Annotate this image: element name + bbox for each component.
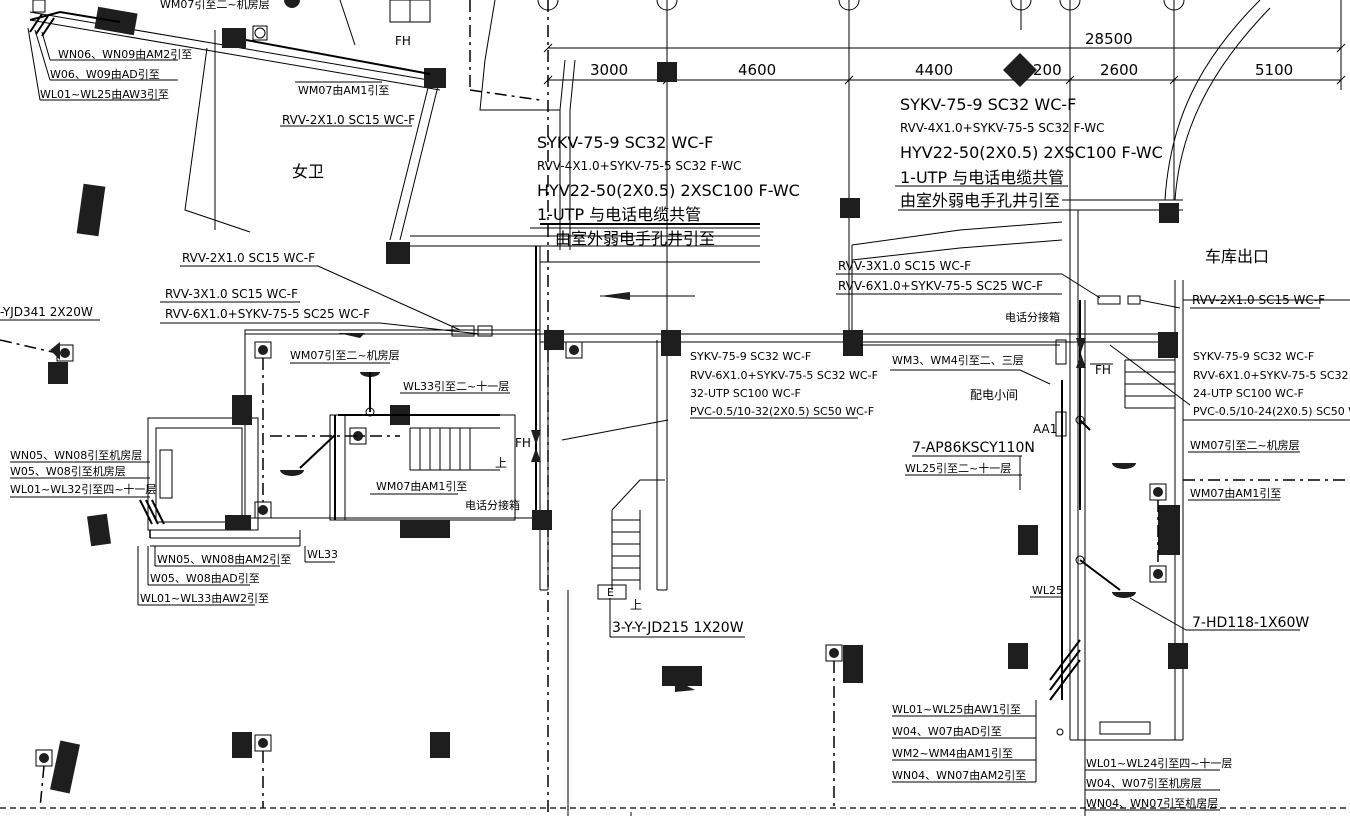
- cable-left-0: SYKV-75-9 SC32 WC-F: [537, 133, 713, 152]
- note-bottom-mid-1: W04、W07由AD引至: [892, 724, 1002, 738]
- label-wl25: WL25: [1032, 584, 1063, 597]
- wiring: [0, 10, 1180, 809]
- dimension-lines: 28500 3000 4600 4400 200 2600 5100: [543, 30, 1346, 85]
- cable-right-4: 由室外弱电手孔井引至: [900, 191, 1060, 210]
- note-bottom-mid-0: WL01~WL25由AW1引至: [892, 702, 1021, 716]
- label-rvv2-top: RVV-2X1.0 SC15 WC-F: [282, 113, 415, 127]
- dimension-seg-1: 3000: [590, 61, 628, 79]
- note-bottom-right-1: W04、W07引至机房层: [1086, 776, 1202, 790]
- fh-label-top: FH: [395, 34, 411, 48]
- fh-label-right: FH: [1095, 363, 1111, 377]
- note-bottom-mid-2: WM2~WM4由AM1引至: [892, 746, 1013, 760]
- label-wm07-right-up: WM07引至二~机房层: [1190, 438, 1300, 452]
- note-top-left-1: WN06、WN09由AM2引至: [58, 47, 192, 61]
- label-wm07-right: WM07由AM1引至: [1190, 486, 1281, 500]
- cable-mid-3: PVC-0.5/10-32(2X0.5) SC50 WC-F: [690, 405, 874, 418]
- dimension-seg-4: 200: [1033, 61, 1062, 79]
- dimension-seg-6: 5100: [1255, 61, 1293, 79]
- cable-right-2: HYV22-50(2X0.5) 2XSC100 F-WC: [900, 143, 1163, 162]
- label-rvv2-left: RVV-2X1.0 SC15 WC-F: [182, 251, 315, 265]
- label-wm07-mid-up: WM07引至二~机房层: [290, 348, 400, 362]
- light-fixtures: [32, 0, 1167, 767]
- cable-far-right-0: SYKV-75-9 SC32 WC-F: [1193, 350, 1314, 363]
- cable-left-3: 1-UTP 与电话电缆共管: [537, 205, 701, 224]
- dimension-seg-3: 4400: [915, 61, 953, 79]
- note-left-up-2: WL01~WL32引至四~十一层: [10, 482, 156, 496]
- note-left-from-2: WL01~WL33由AW2引至: [140, 591, 269, 605]
- ceiling-lamp-icon: [280, 372, 1136, 598]
- cable-left-1: RVV-4X1.0+SYKV-75-5 SC32 F-WC: [537, 159, 742, 173]
- cable-left-2: HYV22-50(2X0.5) 2XSC100 F-WC: [537, 181, 800, 200]
- note-bottom-mid-3: WN04、WN07由AM2引至: [892, 768, 1026, 782]
- note-left-up-0: WN05、WN08引至机房层: [10, 448, 142, 462]
- leader-lines: [0, 27, 1320, 816]
- label-lamp-stair: 3-Y-Y-JD215 1X20W: [612, 620, 744, 636]
- up-mark-1: 上: [495, 456, 507, 470]
- square-lamp-icon: [32, 0, 1167, 767]
- panel-label: 7-AP86KSCY110N: [912, 440, 1035, 456]
- note-left-from-0: WN05、WN08由AM2引至: [157, 552, 291, 566]
- dimension-seg-2: 4600: [738, 61, 776, 79]
- note-bottom-right-0: WL01~WL24引至四~十一层: [1086, 756, 1232, 770]
- label-lamp-right: 7-HD118-1X60W: [1192, 615, 1309, 631]
- label-wl33-up: WL33引至二~十一层: [403, 379, 509, 393]
- room-label-garage-exit: 车库出口: [1205, 247, 1269, 266]
- dimension-total: 28500: [1085, 30, 1133, 48]
- e-box-label: E: [607, 586, 614, 599]
- cable-far-right-3: PVC-0.5/10-24(2X0.5) SC50 W: [1193, 405, 1350, 418]
- label-rvv3-left: RVV-3X1.0 SC15 WC-F: [165, 287, 298, 301]
- cable-mid-1: RVV-6X1.0+SYKV-75-5 SC32 WC-F: [690, 369, 878, 382]
- label-rvv6-right: RVV-6X1.0+SYKV-75-5 SC25 WC-F: [838, 279, 1043, 293]
- distribution-room-label: 配电小间: [970, 388, 1018, 402]
- cable-left-4: 由室外弱电手孔井引至: [555, 229, 715, 248]
- note-top-left-0: WM07引至二~机房层: [160, 0, 270, 11]
- aa1-label: AA1: [1033, 422, 1057, 436]
- junction-box-left: 电话分接箱: [465, 498, 520, 512]
- cable-far-right-2: 24-UTP SC100 WC-F: [1193, 387, 1304, 400]
- columns: [48, 0, 1188, 794]
- cable-right-1: RVV-4X1.0+SYKV-75-5 SC32 F-WC: [900, 121, 1105, 135]
- note-left-from-1: W05、W08由AD引至: [150, 571, 260, 585]
- dimension-seg-5: 2600: [1100, 61, 1138, 79]
- label-wl25-up: WL25引至二~十一层: [905, 461, 1011, 475]
- note-top-left-3: WL01~WL25由AW3引至: [40, 87, 169, 101]
- label-rvv2-right: RVV-2X1.0 SC15 WC-F: [1192, 293, 1325, 307]
- cable-right-0: SYKV-75-9 SC32 WC-F: [900, 95, 1076, 114]
- label-wm07-top: WM07由AM1引至: [298, 83, 389, 97]
- label-wm3-wm4: WM3、WM4引至二、三层: [892, 353, 1024, 367]
- walls: [29, 0, 1350, 741]
- note-bottom-right-2: WN04、WN07引至机房层: [1086, 796, 1218, 810]
- room-label-womens-toilet: 女卫: [292, 162, 324, 181]
- label-wl33: WL33: [307, 548, 338, 561]
- label-rvv3-right: RVV-3X1.0 SC15 WC-F: [838, 259, 971, 273]
- label-wm07-mid: WM07由AM1引至: [376, 479, 467, 493]
- cable-mid-2: 32-UTP SC100 WC-F: [690, 387, 801, 400]
- note-left-up-1: W05、W08引至机房层: [10, 464, 126, 478]
- note-top-left-2: W06、W09由AD引至: [50, 67, 160, 81]
- label-rvv6-left: RVV-6X1.0+SYKV-75-5 SC25 WC-F: [165, 307, 370, 321]
- label-lamp-left: -YJD341 2X20W: [0, 305, 93, 319]
- cable-right-3: 1-UTP 与电话电缆共管: [900, 168, 1064, 187]
- up-mark-2: 上: [630, 598, 642, 612]
- fh-label-mid: FH: [515, 436, 531, 450]
- cable-far-right-1: RVV-6X1.0+SYKV-75-5 SC32 W: [1193, 369, 1350, 382]
- junction-box-right: 电话分接箱: [1005, 310, 1060, 324]
- cable-mid-0: SYKV-75-9 SC32 WC-F: [690, 350, 811, 363]
